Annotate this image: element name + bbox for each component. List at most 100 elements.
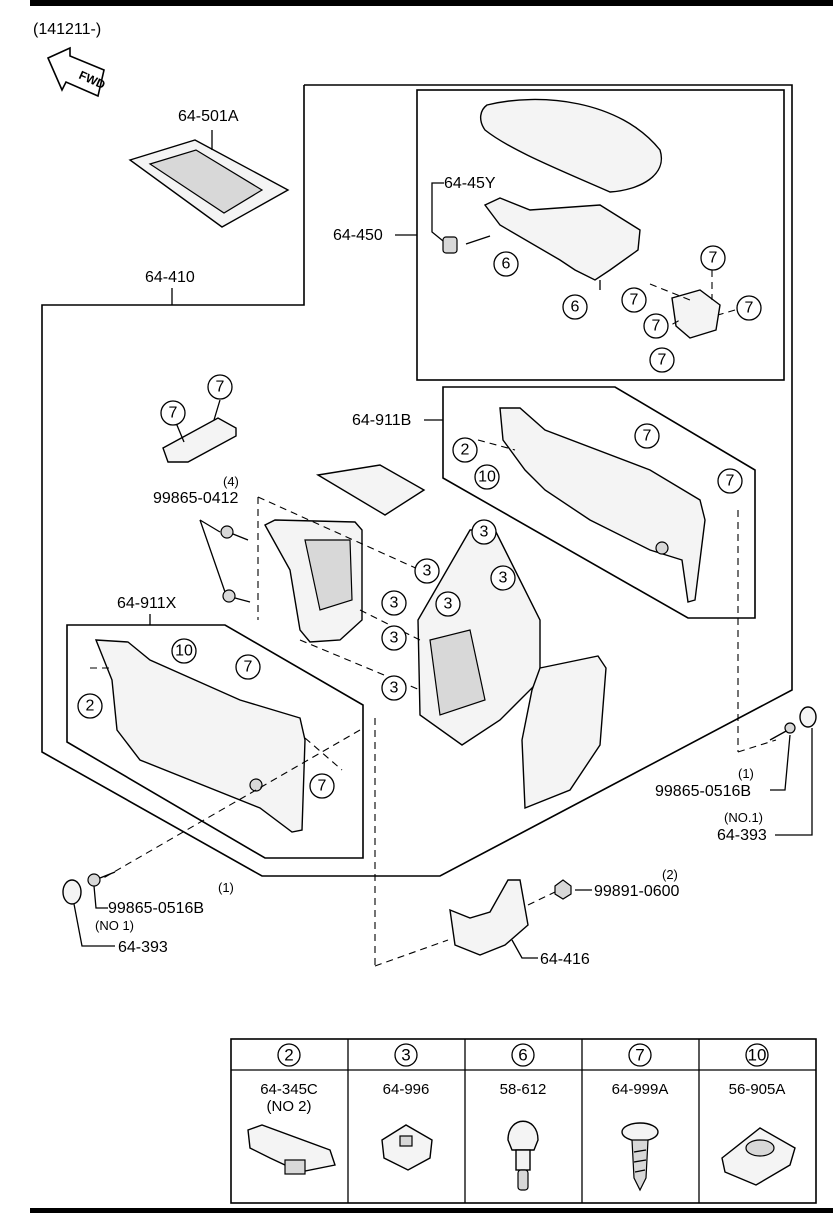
spring-nut-56-905A-icon xyxy=(721,1127,796,1186)
label-99891-0600: 99891-0600 xyxy=(594,883,680,900)
plug-58-612-icon xyxy=(507,1120,539,1191)
part-64-416-bracket xyxy=(449,879,529,956)
callout-3: 3 xyxy=(381,625,407,651)
console-top-insert xyxy=(315,464,426,516)
nut-99891-0600 xyxy=(554,879,572,900)
callout-7: 7 xyxy=(736,295,762,321)
cap-64-393-left xyxy=(62,879,82,905)
legend-ref-7: 7 xyxy=(628,1043,652,1067)
svg-text:7: 7 xyxy=(726,473,735,490)
legend-part-64-345C: 64-345C xyxy=(260,1081,318,1098)
label-99865-0516B-left: 99865-0516B xyxy=(108,900,204,917)
top-rule xyxy=(30,0,833,6)
qty-99865-0516B-left: (1) xyxy=(218,880,234,895)
label-99865-0412: 99865-0412 xyxy=(153,490,239,507)
svg-text:7: 7 xyxy=(244,659,253,676)
subassembly-box-64-911X xyxy=(66,624,364,859)
cap-64-393-right xyxy=(799,706,817,728)
callout-3: 3 xyxy=(490,565,516,591)
svg-text:10: 10 xyxy=(175,643,193,660)
callout-7: 7 xyxy=(309,773,335,799)
svg-text:7: 7 xyxy=(216,379,225,396)
label-99865-0516B-right: 99865-0516B xyxy=(655,783,751,800)
callout-7: 7 xyxy=(634,423,660,449)
callout-3: 3 xyxy=(381,590,407,616)
label-64-501A: 64-501A xyxy=(178,108,239,125)
svg-text:7: 7 xyxy=(635,1046,644,1065)
callout-3: 3 xyxy=(471,519,497,545)
callout-7: 7 xyxy=(235,654,261,680)
label-64-393-right: 64-393 xyxy=(717,827,767,844)
part-64-45Y-hinge xyxy=(442,235,491,254)
svg-text:2: 2 xyxy=(86,698,95,715)
callout-6: 6 xyxy=(493,251,519,277)
console-front-frame xyxy=(264,519,363,643)
svg-text:7: 7 xyxy=(658,352,667,369)
date-code: (141211-) xyxy=(33,21,101,38)
svg-text:7: 7 xyxy=(745,300,754,317)
callout-7: 7 xyxy=(207,374,233,400)
part-64-450-armrest xyxy=(480,98,663,290)
label-64-911X: 64-911X xyxy=(117,595,177,612)
svg-text:7: 7 xyxy=(709,250,718,267)
svg-text:3: 3 xyxy=(423,563,432,580)
label-64-416: 64-416 xyxy=(540,951,590,968)
callout-7: 7 xyxy=(649,347,675,373)
svg-text:2: 2 xyxy=(284,1046,293,1065)
console-main-body xyxy=(417,529,541,746)
screw-64-999A-icon xyxy=(621,1122,659,1192)
svg-text:2: 2 xyxy=(461,442,470,459)
note-64-393-left: (NO 1) xyxy=(95,918,134,933)
bottom-rule xyxy=(30,1208,833,1213)
part-64-501A-tray xyxy=(128,130,290,228)
nut-clip-64-996-icon xyxy=(381,1124,433,1171)
screw-99865-0516B-left xyxy=(87,871,116,887)
side-trim-right xyxy=(521,655,607,810)
svg-text:3: 3 xyxy=(499,570,508,587)
svg-text:3: 3 xyxy=(401,1046,410,1065)
legend-part-64-996: 64-996 xyxy=(383,1081,430,1098)
svg-text:7: 7 xyxy=(643,428,652,445)
label-64-393-left: 64-393 xyxy=(118,939,168,956)
subassembly-box-64-911B xyxy=(442,386,756,619)
svg-text:6: 6 xyxy=(571,299,580,316)
screw-99865-0516B-right xyxy=(769,722,796,741)
screw-99865-0412-a xyxy=(220,525,249,541)
label-64-410: 64-410 xyxy=(145,269,195,286)
callout-7: 7 xyxy=(160,400,186,426)
svg-text:6: 6 xyxy=(518,1046,527,1065)
callout-3: 3 xyxy=(414,558,440,584)
qty-99865-0516B-right: (1) xyxy=(738,766,754,781)
legend-ref-3: 3 xyxy=(394,1043,418,1067)
legend-ref-2: 2 xyxy=(277,1043,301,1067)
label-64-45Y: 64-45Y xyxy=(444,175,496,192)
callout-10: 10 xyxy=(171,638,197,664)
svg-text:7: 7 xyxy=(169,405,178,422)
note-64-393-right: (NO.1) xyxy=(724,810,763,825)
callout-7: 7 xyxy=(700,245,726,271)
callout-7: 7 xyxy=(643,313,669,339)
svg-text:3: 3 xyxy=(444,596,453,613)
qty-99865-0412: (4) xyxy=(223,474,239,489)
svg-text:3: 3 xyxy=(390,680,399,697)
callout-10: 10 xyxy=(474,464,500,490)
latch-bracket xyxy=(671,289,721,339)
legend-ref-6: 6 xyxy=(511,1043,535,1067)
legend-ref-10: 10 xyxy=(745,1043,769,1067)
svg-text:10: 10 xyxy=(478,469,496,486)
label-64-911B: 64-911B xyxy=(352,412,411,429)
callout-3: 3 xyxy=(435,591,461,617)
svg-text:6: 6 xyxy=(502,256,511,273)
svg-text:7: 7 xyxy=(630,292,639,309)
legend-part-64-999A: 64-999A xyxy=(612,1081,669,1098)
legend-table: 2 64-345C (NO 2) 3 64-996 6 58-612 7 64-… xyxy=(230,1038,817,1204)
legend-part-58-612: 58-612 xyxy=(500,1081,547,1098)
callout-7: 7 xyxy=(621,287,647,313)
svg-text:3: 3 xyxy=(480,524,489,541)
label-64-450: 64-450 xyxy=(333,227,383,244)
part-64-911X-front-panel xyxy=(94,639,306,833)
clip-64-345C-icon xyxy=(247,1124,336,1175)
callout-2: 2 xyxy=(77,693,103,719)
qty-99891-0600: (2) xyxy=(662,867,678,882)
callout-2: 2 xyxy=(452,437,478,463)
